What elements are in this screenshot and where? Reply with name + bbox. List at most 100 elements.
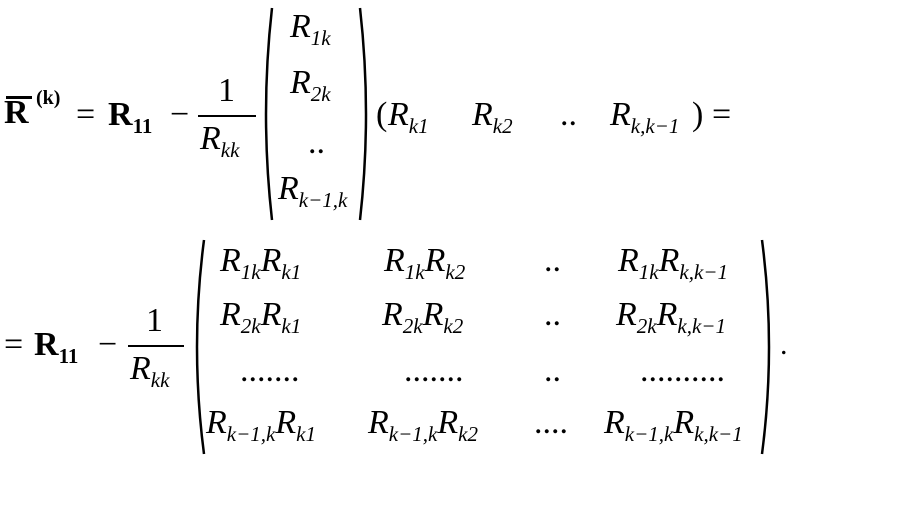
matrix-cell: .. — [544, 352, 561, 389]
lhs-symbol: R — [4, 94, 29, 131]
row-entry: Rk,k−1 — [610, 96, 679, 137]
cell-subscript: k,k−1 — [679, 260, 728, 284]
matrix-cell: R1kRk,k−1 — [618, 242, 728, 283]
cell-symbol: R — [424, 242, 446, 279]
cell-symbol: R — [616, 296, 637, 333]
cell-subscript: k1 — [296, 422, 316, 446]
cell-subscript: k2 — [458, 422, 478, 446]
trailing-equals: = — [712, 96, 732, 133]
den-symbol-2: R — [130, 350, 151, 387]
column-left-paren — [264, 7, 274, 221]
equals-sign: = — [76, 96, 96, 133]
matrix-cell: .... — [534, 404, 568, 441]
r11-symbol: R — [108, 96, 133, 133]
entry-symbol: R — [290, 8, 311, 45]
row-entry: Rk2 — [472, 96, 513, 137]
cell-symbol: R — [220, 296, 241, 333]
cell-subscript: 1k — [240, 260, 261, 284]
minus-sign: − — [170, 96, 190, 133]
cell-subscript: k,k−1 — [694, 422, 743, 446]
equals-sign-2: = — [4, 326, 24, 363]
column-right-paren — [358, 7, 368, 221]
matrix-cell: R1kRk2 — [384, 242, 465, 283]
cell-symbol: R — [422, 296, 444, 333]
entry-symbol: R — [610, 96, 631, 133]
cell-subscript: 2k — [240, 314, 261, 338]
fraction-numerator: 1 — [218, 72, 235, 109]
matrix-cell: Rk−1,kRk1 — [206, 404, 316, 445]
entry-subscript: k1 — [408, 114, 429, 138]
entry-subscript: k−1,k — [298, 188, 348, 212]
matrix-cell: ....... — [240, 352, 300, 389]
cell-symbol: R — [384, 242, 405, 279]
matrix-cell: ....... — [404, 352, 464, 389]
fraction-denominator: Rkk — [200, 120, 239, 161]
cell-subscript: k1 — [281, 260, 302, 284]
period: . — [780, 328, 788, 361]
cell-symbol: R — [656, 296, 678, 333]
den-subscript: kk — [220, 138, 240, 162]
matrix-cell: .. — [544, 296, 561, 333]
cell-symbol: R — [275, 404, 297, 441]
cell-symbol: R — [604, 404, 625, 441]
matrix-right-paren — [760, 239, 771, 455]
minus-sign-2: − — [98, 326, 118, 363]
den-subscript-2: kk — [150, 368, 170, 392]
cell-subscript: 1k — [638, 260, 659, 284]
cell-symbol: R — [382, 296, 403, 333]
cell-subscript: k2 — [445, 260, 466, 284]
cell-symbol: R — [206, 404, 227, 441]
column-entry: R1k — [290, 8, 331, 49]
entry-symbol: R — [388, 96, 409, 133]
row-open-paren: ( — [376, 96, 388, 133]
entry-symbol: R — [472, 96, 493, 133]
r11-term: R11 — [108, 96, 152, 137]
matrix-cell: R1kRk1 — [220, 242, 301, 283]
lhs-superscript: (k) — [36, 87, 61, 109]
r11-subscript: 11 — [132, 114, 153, 138]
entry-subscript: k2 — [492, 114, 513, 138]
cell-symbol: R — [437, 404, 459, 441]
matrix-cell: .. — [544, 242, 561, 279]
entry-symbol: R — [290, 64, 311, 101]
entry-subscript: 1k — [310, 26, 331, 50]
column-entry: .. — [308, 124, 325, 161]
cell-subscript: 1k — [404, 260, 425, 284]
r11-subscript-2: 11 — [58, 344, 79, 368]
cell-symbol: R — [658, 242, 680, 279]
fraction-bar-2 — [128, 345, 184, 347]
cell-subscript: k−1,k — [226, 422, 276, 446]
cell-subscript: 2k — [636, 314, 657, 338]
matrix-cell: R2kRk1 — [220, 296, 301, 337]
fraction-denominator-2: Rkk — [130, 350, 169, 391]
fraction-bar — [198, 115, 256, 117]
matrix-cell: R2kRk,k−1 — [616, 296, 726, 337]
overbar — [6, 96, 32, 99]
entry-subscript: 2k — [310, 82, 331, 106]
column-entry: Rk−1,k — [278, 170, 347, 211]
row-entry: .. — [560, 96, 577, 133]
den-symbol: R — [200, 120, 221, 157]
entry-subscript: k,k−1 — [630, 114, 680, 138]
matrix-cell: .......... — [640, 352, 725, 389]
cell-subscript: k,k−1 — [677, 314, 726, 338]
matrix-cell: Rk−1,kRk2 — [368, 404, 478, 445]
cell-symbol: R — [673, 404, 695, 441]
cell-symbol: R — [260, 242, 282, 279]
column-entry: R2k — [290, 64, 331, 105]
cell-subscript: 2k — [402, 314, 423, 338]
fraction-numerator-2: 1 — [146, 302, 163, 339]
row-close-paren: ) — [692, 96, 704, 133]
cell-symbol: R — [368, 404, 389, 441]
lhs-r-bar: R — [4, 96, 29, 130]
matrix-cell: R2kRk2 — [382, 296, 463, 337]
entry-symbol: R — [278, 170, 299, 207]
matrix-cell: Rk−1,kRk,k−1 — [604, 404, 743, 445]
cell-subscript: k−1,k — [388, 422, 438, 446]
cell-subscript: k−1,k — [624, 422, 674, 446]
cell-symbol: R — [260, 296, 282, 333]
r11-term-2: R11 — [34, 328, 78, 367]
cell-symbol: R — [220, 242, 241, 279]
cell-subscript: k2 — [443, 314, 464, 338]
row-entry: Rk1 — [388, 96, 429, 137]
